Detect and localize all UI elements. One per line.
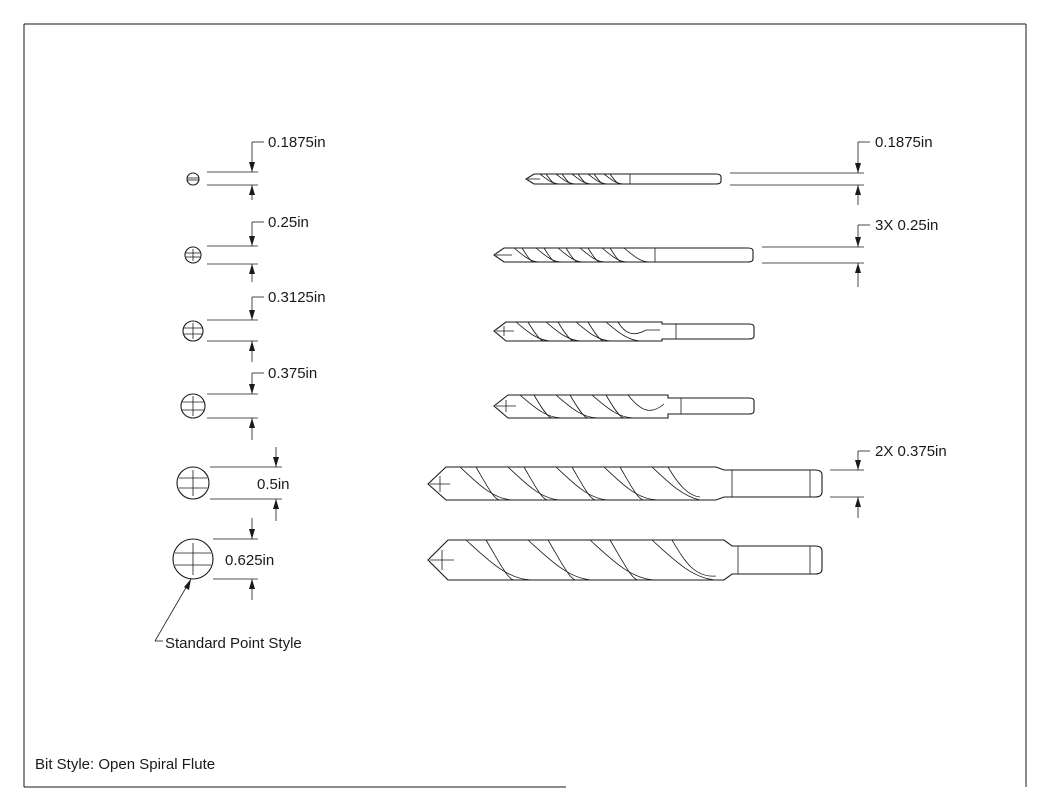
side-view-6 <box>427 539 823 581</box>
side-dimension-label-1: 0.1875in <box>875 134 933 151</box>
end-dimension-4: 0.375in <box>207 365 317 440</box>
end-view-5 <box>176 466 210 500</box>
side-view-3 <box>493 321 755 342</box>
end-dimension-label-5: 0.5in <box>257 476 290 493</box>
end-dimension-1: 0.1875in <box>207 134 326 200</box>
point-style-label: Standard Point Style <box>165 635 302 652</box>
side-dimension-2: 3X 0.25in <box>762 217 938 287</box>
end-dimension-2: 0.25in <box>207 214 309 282</box>
bit-style-note: Bit Style: Open Spiral Flute <box>35 756 215 773</box>
end-dimension-label-2: 0.25in <box>268 214 309 231</box>
end-dimension-label-3: 0.3125in <box>268 289 326 306</box>
side-view-2 <box>493 247 754 263</box>
end-dimension-label-4: 0.375in <box>268 365 317 382</box>
sheet-border <box>23 23 1027 788</box>
end-dimension-5: 0.5in <box>210 447 290 521</box>
side-dimension-1: 0.1875in <box>730 134 933 205</box>
side-view-1 <box>524 173 722 185</box>
end-view-group <box>172 172 214 580</box>
side-view-5 <box>427 466 823 501</box>
side-view-4 <box>493 394 755 419</box>
end-view-2 <box>184 246 202 264</box>
side-view-group <box>427 173 823 581</box>
end-view-dimensions: 0.1875in 0.25in 0.3125in <box>207 134 326 600</box>
end-view-4 <box>180 393 206 419</box>
point-style-callout: Standard Point Style <box>154 578 302 652</box>
end-dimension-label-6: 0.625in <box>225 552 274 569</box>
end-dimension-label-1: 0.1875in <box>268 134 326 151</box>
side-dimension-label-5: 2X 0.375in <box>875 443 947 460</box>
end-dimension-6: 0.625in <box>213 518 274 600</box>
end-view-1 <box>186 172 200 186</box>
end-view-3 <box>182 320 204 342</box>
end-dimension-3: 0.3125in <box>207 289 326 362</box>
side-view-dimensions: 0.1875in 3X 0.25in 2X 0.375in <box>730 134 947 518</box>
side-dimension-5: 2X 0.375in <box>830 443 947 518</box>
side-dimension-label-2: 3X 0.25in <box>875 217 938 234</box>
end-view-6 <box>172 538 214 580</box>
